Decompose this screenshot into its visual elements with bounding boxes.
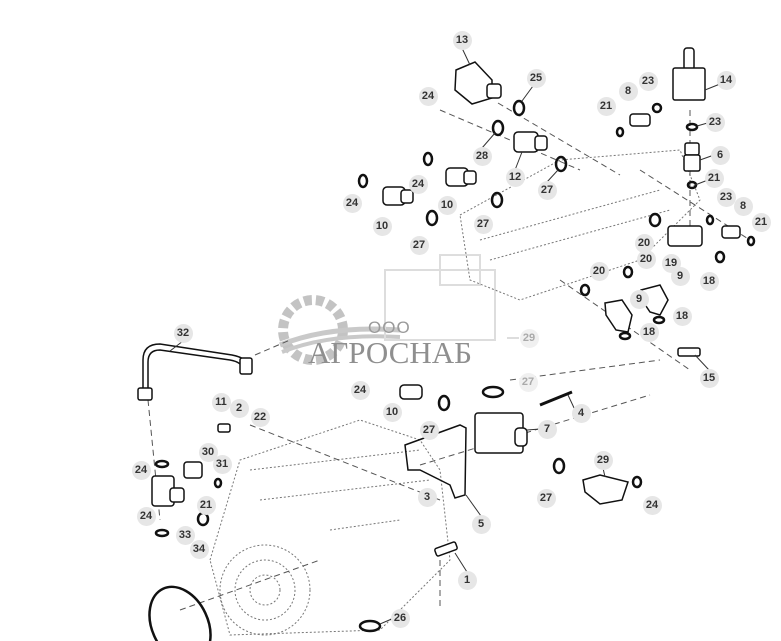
part-callout-29: 29	[593, 450, 613, 470]
fittings-parts	[151, 47, 741, 557]
part-callout-14: 14	[716, 70, 736, 90]
part-callout-6: 6	[710, 145, 730, 165]
part-callout-23: 23	[716, 187, 736, 207]
part-callout-27: 27	[419, 420, 439, 440]
watermark-prefix: ООО	[368, 318, 411, 337]
part-callout-2: 2	[229, 398, 249, 418]
pump-body-drawing	[209, 149, 701, 636]
part-callout-7: 7	[537, 419, 557, 439]
part-callout-24: 24	[342, 193, 362, 213]
part-callout-13: 13	[452, 30, 472, 50]
part-callout-25: 25	[526, 68, 546, 88]
part-callout-9: 9	[629, 289, 649, 309]
part-callout-27: 27	[536, 488, 556, 508]
part-callout-23: 23	[705, 112, 725, 132]
part-callout-3: 3	[417, 487, 437, 507]
part-callout-9: 9	[670, 266, 690, 286]
part-callout-27: 27	[537, 180, 557, 200]
part-callout-15: 15	[699, 368, 719, 388]
part-callout-1: 1	[457, 570, 477, 590]
part-callout-29: 29	[519, 328, 539, 348]
part-callout-24: 24	[350, 380, 370, 400]
part-callout-24: 24	[642, 495, 662, 515]
part-callout-20: 20	[589, 261, 609, 281]
part-callout-33: 33	[175, 525, 195, 545]
part-callout-24: 24	[408, 174, 428, 194]
part-callout-21: 21	[596, 96, 616, 116]
part-callout-8: 8	[618, 81, 638, 101]
part-callout-21: 21	[704, 168, 724, 188]
part-callout-18: 18	[699, 271, 719, 291]
part-callout-20: 20	[634, 233, 654, 253]
part-callout-21: 21	[196, 495, 216, 515]
part-callout-23: 23	[638, 71, 658, 91]
part-callout-20: 20	[636, 249, 656, 269]
part-callout-10: 10	[382, 402, 402, 422]
part-callout-21: 21	[751, 212, 771, 232]
part-callout-28: 28	[472, 146, 492, 166]
part-callout-4: 4	[571, 403, 591, 423]
part-callout-12: 12	[505, 167, 525, 187]
part-callout-34: 34	[189, 539, 209, 559]
watermark-company-name: АГРОСНАБ	[308, 335, 472, 370]
part-callout-26: 26	[390, 608, 410, 628]
part-callout-5: 5	[471, 514, 491, 534]
part-callout-8: 8	[733, 196, 753, 216]
part-callout-30: 30	[198, 442, 218, 462]
part-callout-27: 27	[409, 235, 429, 255]
part-callout-31: 31	[212, 454, 232, 474]
part-callout-10: 10	[437, 195, 457, 215]
part-callout-27: 27	[473, 214, 493, 234]
hydraulic-tube	[137, 343, 253, 401]
part-callout-32: 32	[173, 323, 193, 343]
part-callout-10: 10	[372, 216, 392, 236]
part-callout-18: 18	[672, 306, 692, 326]
part-callout-11: 11	[211, 392, 231, 412]
part-callout-24: 24	[418, 86, 438, 106]
watermark-logo-icon	[278, 254, 496, 365]
part-callout-22: 22	[250, 407, 270, 427]
o-ring-seals	[148, 99, 756, 641]
part-callout-24: 24	[136, 506, 156, 526]
part-callout-24: 24	[131, 460, 151, 480]
part-callout-18: 18	[639, 322, 659, 342]
part-callout-27: 27	[518, 372, 538, 392]
